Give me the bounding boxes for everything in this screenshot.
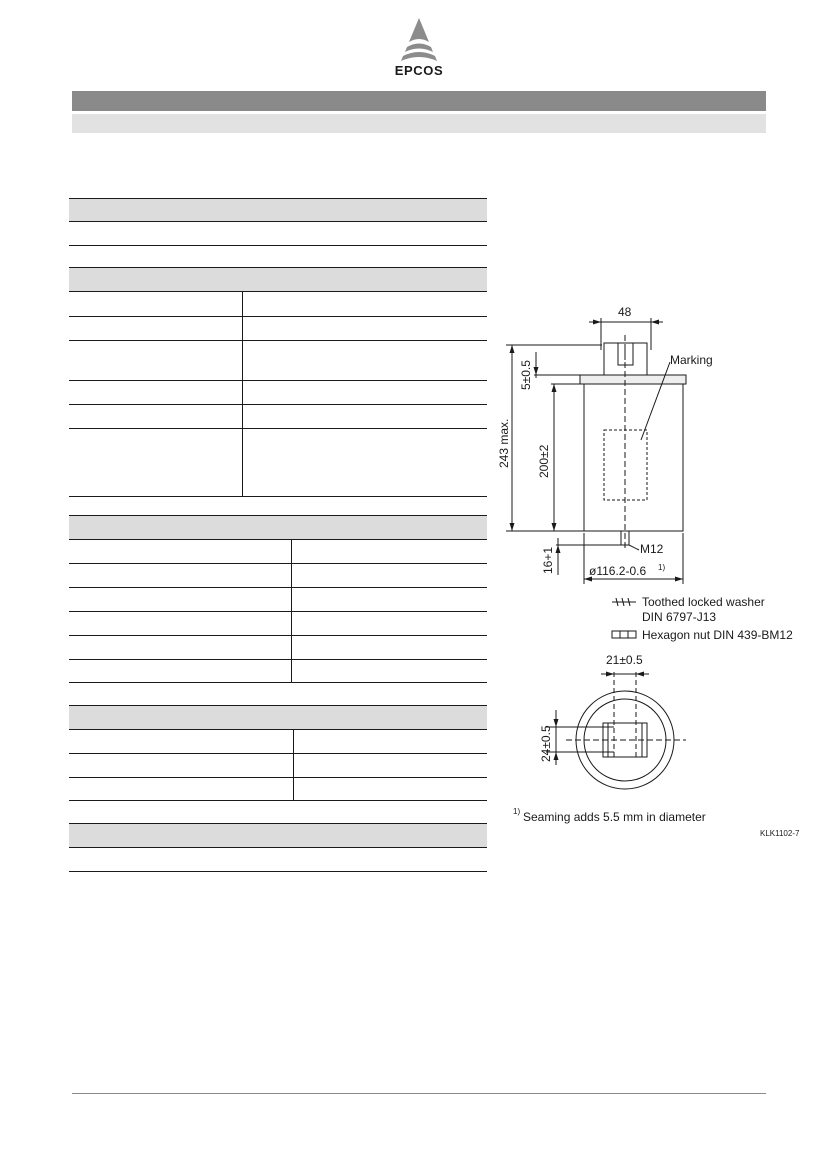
marking-label: Marking [670,353,713,367]
section-header-4 [69,705,487,730]
table-rule [69,428,487,429]
dim-diameter: ø116.2-0.6 [589,564,646,578]
epcos-logo-icon [401,18,437,61]
table-rule [69,871,487,872]
dim-24: 24±0.5 [539,725,553,762]
table-rule [69,563,487,564]
thread-label: M12 [640,542,664,556]
footnote-mark: 1) [513,807,520,816]
title-band [72,91,766,111]
table-rule [69,496,487,497]
legend-washer-line2: DIN 6797-J13 [642,610,716,624]
table-rule [69,316,487,317]
footnote-text: Seaming adds 5.5 mm in diameter [523,810,706,824]
table-rule [69,245,487,246]
table-rule [69,404,487,405]
dim-16: 16+1 [541,547,555,574]
table-rule [69,777,487,778]
section-header-2 [69,267,487,292]
column-divider [293,730,294,800]
legend-nut: Hexagon nut DIN 439-BM12 [642,628,793,642]
legend-washer-line1: Toothed locked washer [642,595,765,609]
table-rule [69,753,487,754]
table-rule [69,800,487,801]
table-rule [69,682,487,683]
section-header-5 [69,823,487,848]
dim-200: 200±2 [537,444,551,478]
table-rule [69,611,487,612]
table-rule [69,380,487,381]
section-header-1 [69,198,487,222]
column-divider [242,292,243,496]
brand-name: EPCOS [394,63,444,78]
dim-21: 21±0.5 [606,653,643,667]
table-rule [69,340,487,341]
dim-width-top: 48 [618,305,632,319]
table-rule [69,659,487,660]
dim-5: 5±0.5 [519,360,533,390]
subtitle-band [72,114,766,133]
section-header-3 [69,515,487,540]
dim-243: 243 max. [497,419,511,468]
dimension-drawing: 48 Marking 5±0.5 243 max. 200±2 16+1 M12… [497,305,800,838]
footnote-ref: 1) [658,563,665,572]
table-rule [69,587,487,588]
column-divider [291,540,292,682]
drawing-code: KLK1102-7 [760,829,800,838]
table-rule [69,635,487,636]
footer-rule [72,1093,766,1094]
